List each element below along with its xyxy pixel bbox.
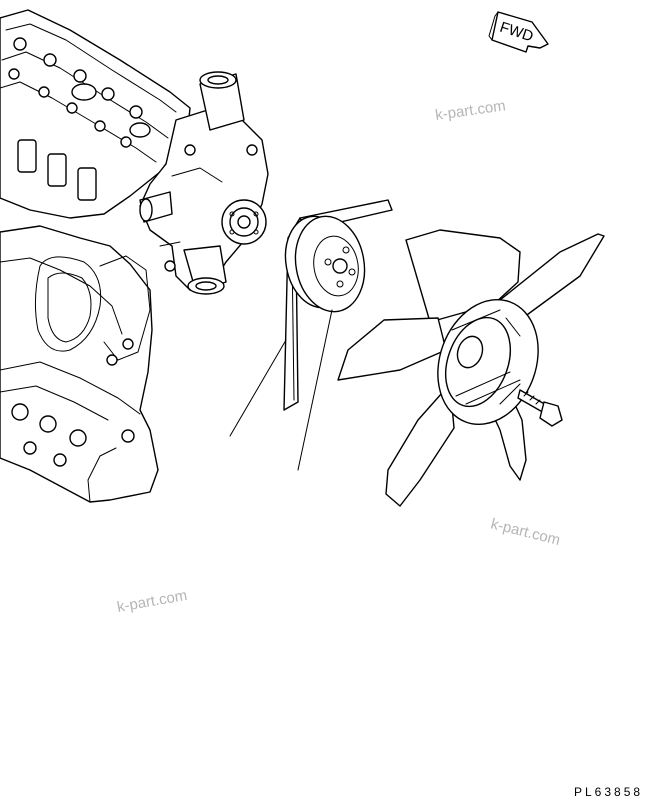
water-pump: [139, 71, 269, 295]
engine-block: [0, 9, 191, 503]
cooling-fan: [337, 229, 605, 507]
intake-ports: [17, 139, 97, 201]
watermark-3: k-part.com: [116, 587, 189, 616]
plate-number: PL63858: [574, 785, 643, 799]
fan-bolt: [517, 389, 563, 427]
watermark-2: k-part.com: [489, 515, 562, 549]
head-bolts: [8, 37, 151, 148]
leader-lines: [229, 309, 333, 471]
block-bosses: [11, 338, 135, 467]
fwd-direction-arrow: FWD: [488, 11, 549, 53]
fan-pulley: [284, 215, 366, 313]
watermark-1: k-part.com: [434, 97, 507, 124]
